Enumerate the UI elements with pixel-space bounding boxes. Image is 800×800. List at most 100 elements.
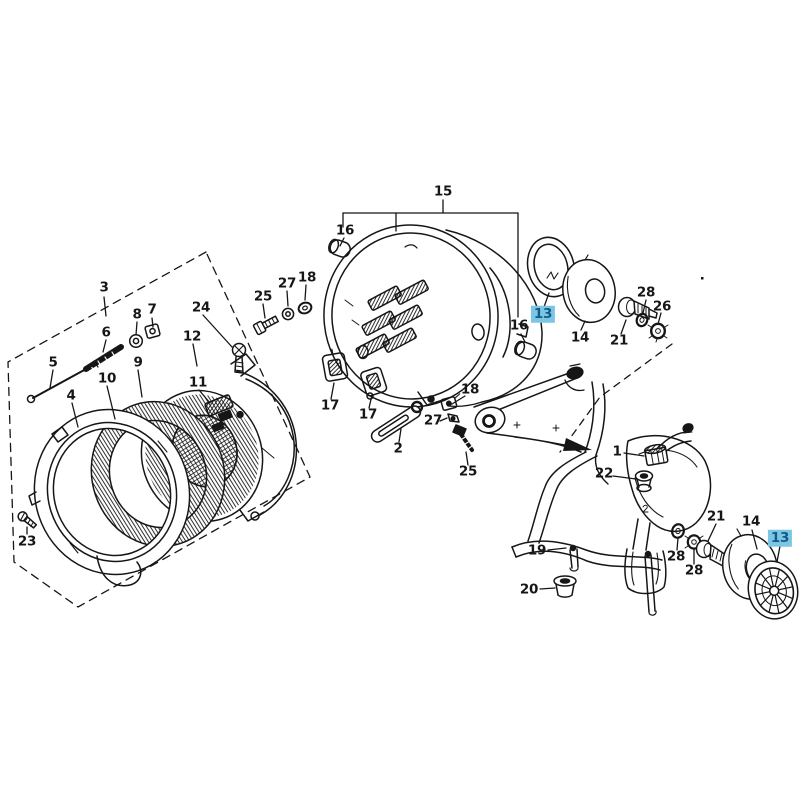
bushing-20-drawing bbox=[553, 575, 577, 598]
leader-line bbox=[304, 284, 307, 301]
part-label-28-a: 28 bbox=[666, 548, 686, 565]
leader-line bbox=[439, 417, 448, 422]
part-label-3: 3 bbox=[99, 279, 109, 296]
part-label-1: 1 bbox=[612, 443, 622, 460]
leader-line bbox=[137, 369, 143, 398]
part-label-13-top[interactable]: 13 bbox=[530, 305, 556, 323]
leader-line bbox=[707, 523, 717, 542]
cover-14-top-drawing bbox=[562, 254, 616, 324]
part-label-8: 8 bbox=[132, 306, 142, 323]
leader-lines bbox=[26, 199, 781, 590]
part-label-11: 11 bbox=[188, 374, 208, 391]
part-label-18-left: 18 bbox=[297, 269, 317, 286]
leader-line bbox=[202, 314, 233, 348]
leader-line bbox=[642, 299, 647, 314]
screw-21-bottom-drawing bbox=[695, 539, 727, 567]
leader-line bbox=[539, 587, 556, 590]
leader-line bbox=[520, 333, 526, 343]
rim-drawing bbox=[28, 408, 191, 587]
leader-line bbox=[623, 452, 645, 457]
part-label-24: 24 bbox=[191, 299, 211, 316]
leader-line bbox=[192, 343, 198, 367]
part-label-7: 7 bbox=[147, 301, 157, 318]
bolt-25-mid-drawing bbox=[452, 424, 474, 452]
part-label-4: 4 bbox=[66, 387, 76, 404]
part-label-21-top: 21 bbox=[609, 332, 629, 349]
bulb-socket-drawing bbox=[204, 394, 244, 433]
leader-line bbox=[198, 389, 211, 404]
rim-screw-drawing bbox=[17, 511, 38, 529]
leader-line bbox=[106, 385, 116, 420]
stay-drawing bbox=[370, 400, 424, 443]
part-label-18-mid: 18 bbox=[460, 381, 480, 398]
washer-28a-drawing bbox=[671, 523, 685, 539]
part-label-2: 2 bbox=[393, 440, 403, 457]
leader-line bbox=[398, 428, 402, 443]
leader-line bbox=[286, 290, 289, 307]
leader-line bbox=[71, 402, 79, 428]
part-label-26: 26 bbox=[652, 298, 672, 315]
grommet-16-right-drawing bbox=[513, 340, 537, 360]
leader-line bbox=[612, 475, 637, 480]
leader-line bbox=[543, 292, 550, 308]
part-label-23: 23 bbox=[17, 533, 37, 550]
part-label-19: 19 bbox=[527, 542, 547, 559]
clip-17b-drawing bbox=[360, 366, 388, 397]
part-label-14-top: 14 bbox=[570, 329, 590, 346]
part-label-27-left: 27 bbox=[277, 275, 297, 292]
nut-26-drawing bbox=[647, 322, 669, 343]
hex-nut-drawing bbox=[128, 333, 144, 349]
grommet-drawing-left bbox=[297, 301, 313, 315]
leader-line bbox=[103, 296, 107, 317]
leader-line bbox=[580, 320, 586, 331]
nut-drawing-left bbox=[281, 307, 295, 321]
part-label-25-left: 25 bbox=[253, 288, 273, 305]
part-label-27-mid: 27 bbox=[423, 412, 443, 429]
leader-line bbox=[339, 237, 345, 247]
part-label-5: 5 bbox=[48, 354, 58, 371]
adjust-rod-drawing bbox=[26, 360, 99, 404]
part-label-16-left: 16 bbox=[335, 222, 355, 239]
part-label-13-bottom[interactable]: 13 bbox=[767, 529, 793, 547]
part-label-6: 6 bbox=[101, 324, 111, 341]
bolt-drawing-left bbox=[252, 315, 279, 336]
stray-mark bbox=[701, 277, 704, 280]
leader-line bbox=[776, 545, 781, 563]
subassembly-boundary bbox=[7, 251, 311, 608]
part-label-25-mid: 25 bbox=[458, 463, 478, 480]
screw-21-top-drawing bbox=[617, 296, 658, 320]
mount-rubber-drawing bbox=[643, 443, 669, 467]
separator-dashed-line bbox=[559, 343, 673, 453]
leader-line bbox=[751, 529, 758, 550]
lens-screw-drawing bbox=[231, 342, 247, 374]
washer-28-top-drawing bbox=[635, 312, 649, 328]
leader-line bbox=[49, 369, 54, 389]
leader-line bbox=[451, 395, 466, 405]
part-label-12: 12 bbox=[182, 328, 202, 345]
part-label-10: 10 bbox=[97, 370, 117, 387]
part-label-9: 9 bbox=[133, 354, 143, 371]
leader-line bbox=[657, 312, 662, 325]
leader-line bbox=[102, 339, 107, 353]
leader-line bbox=[676, 537, 679, 551]
shell-drawing bbox=[230, 353, 298, 522]
leader-line bbox=[330, 382, 335, 400]
leader-line bbox=[620, 319, 627, 335]
leader-line bbox=[151, 317, 154, 328]
part-label-28-top: 28 bbox=[636, 284, 656, 301]
part-label-28-b: 28 bbox=[684, 562, 704, 579]
leader-line bbox=[135, 321, 138, 336]
part-label-21-bottom: 21 bbox=[706, 508, 726, 525]
part-label-17-a: 17 bbox=[320, 397, 340, 414]
headlight-case-drawing bbox=[323, 224, 543, 408]
part-label-22: 22 bbox=[594, 465, 614, 482]
clip-17a-drawing bbox=[321, 348, 349, 382]
part-label-20: 20 bbox=[519, 581, 539, 598]
leader-line bbox=[262, 303, 266, 319]
part-label-15: 15 bbox=[433, 183, 453, 200]
square-nut-drawing bbox=[144, 323, 161, 339]
grille-13-bottom-drawing bbox=[747, 560, 799, 620]
